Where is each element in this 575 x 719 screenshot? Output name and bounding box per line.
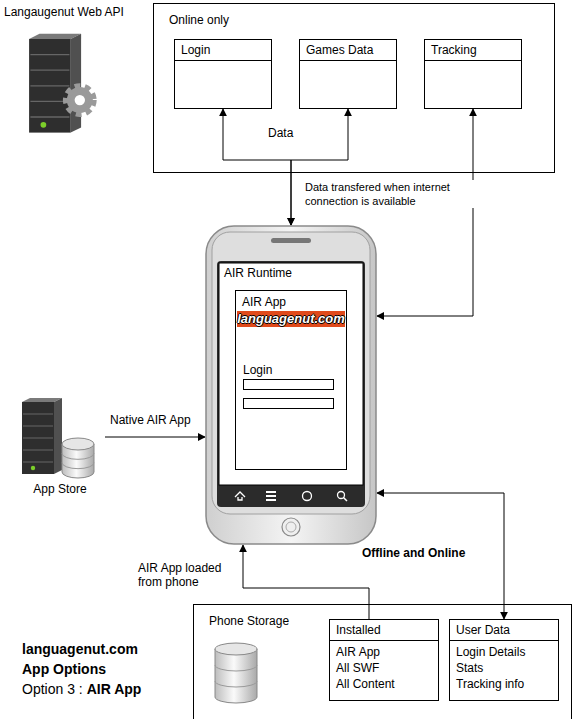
runtime-label: AIR Runtime (224, 266, 292, 280)
data-arrow (105, 437, 205, 438)
server-database-icon (15, 392, 105, 480)
storage-region: Phone StorageInstalledAIR AppAll SWFAll … (193, 604, 572, 719)
option-caption: AIR App (87, 681, 142, 698)
data-arrow (243, 545, 369, 619)
box-heading: User Data (450, 620, 558, 641)
api-box: Tracking (424, 39, 522, 109)
data-arrow (377, 109, 473, 316)
box-heading: Tracking (425, 40, 521, 61)
box-heading: Games Data (300, 40, 396, 61)
region-title: Online only (154, 4, 229, 27)
online-region: Online onlyLogin Games Data Tracking (153, 3, 555, 173)
edge-label: Data (266, 126, 295, 140)
box-heading: Login (175, 40, 271, 61)
list-item: All SWF (330, 660, 438, 676)
list-item: Stats (450, 660, 558, 676)
input-field (243, 398, 334, 409)
app-screen: AIR App languagenut.comLogin (235, 290, 347, 470)
store-label: App Store (15, 482, 105, 496)
server-label: Langaugenut Web API (4, 4, 124, 21)
list-item: All Content (330, 676, 438, 692)
storage-box: InstalledAIR AppAll SWFAll Content (329, 619, 439, 701)
edge-label: Offline and Online (360, 546, 467, 560)
input-field (243, 379, 334, 390)
api-box: Login (174, 39, 272, 109)
list-item: Tracking info (450, 676, 558, 692)
storage-box: User DataLogin DetailsStatsTracking info (449, 619, 559, 701)
storage-database-icon (206, 635, 286, 719)
edge-label: AIR App loaded from phone (136, 561, 235, 589)
option-caption: languagenut.com (22, 641, 138, 658)
list-item: Login Details (450, 641, 558, 660)
api-box: Games Data (299, 39, 397, 109)
region-title: Phone Storage (194, 605, 289, 628)
edge-label: Data transfered when internet connection… (303, 180, 479, 208)
web-api-server-icon (29, 34, 93, 133)
login-label: Login (243, 363, 346, 377)
logo-text: languagenut.com (237, 311, 345, 327)
app-store-server: App Store (15, 392, 105, 502)
option-caption: Option 3 : (22, 681, 83, 698)
app-title: AIR App (236, 291, 346, 309)
box-heading: Installed (330, 620, 438, 641)
list-item: AIR App (330, 641, 438, 660)
option-caption: App Options (22, 661, 106, 678)
phone-device: AIR RuntimeAIR App languagenut.comLogin (205, 225, 377, 545)
edge-label: Native AIR App (108, 413, 193, 427)
